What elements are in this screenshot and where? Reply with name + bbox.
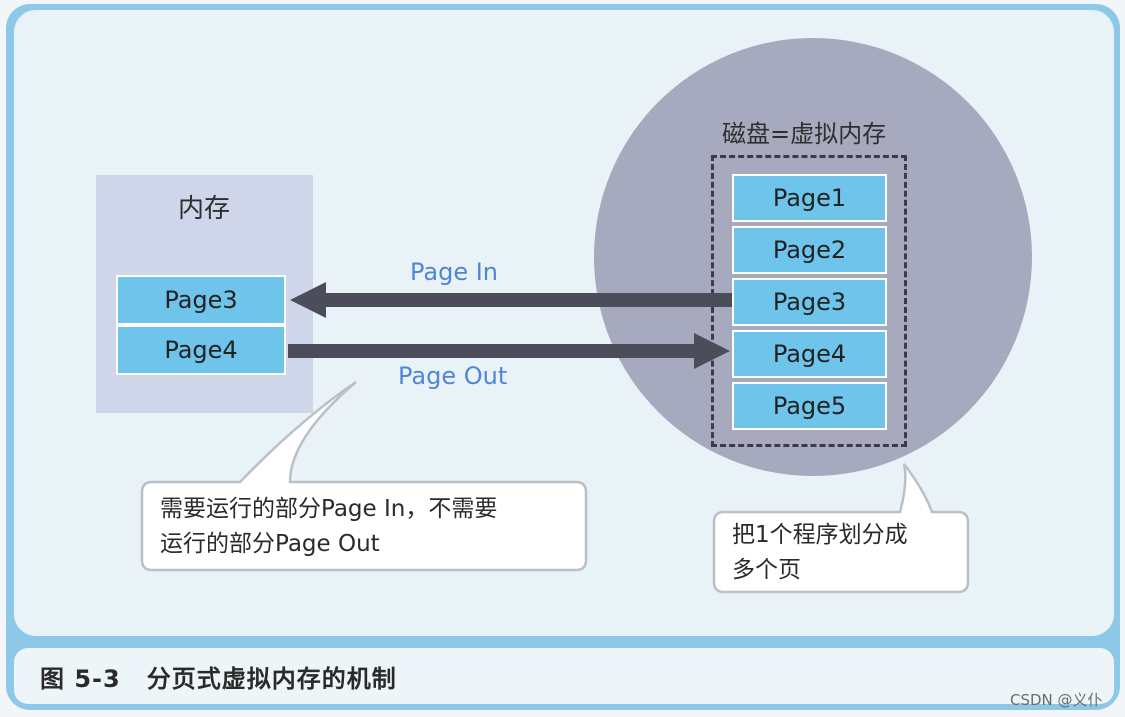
disk-page-4: Page4 — [732, 330, 887, 378]
page-in-label: Page In — [410, 258, 499, 286]
caption-bar — [14, 648, 1114, 704]
memory-title: 内存 — [178, 194, 231, 224]
disk-page-5: Page5 — [732, 382, 887, 430]
left-callout-line-2: 运行的部分Page Out — [160, 531, 380, 557]
left-callout-line-1: 需要运行的部分Page In，不需要 — [160, 496, 498, 522]
right-callout-line-1: 把1个程序划分成 — [732, 522, 908, 548]
right-callout-line-2: 多个页 — [732, 557, 801, 583]
disk-page-1: Page1 — [732, 174, 887, 222]
memory-page-4: Page4 — [116, 325, 286, 375]
page-out-label: Page Out — [398, 362, 508, 390]
memory-page-3: Page3 — [116, 275, 286, 325]
disk-page-3: Page3 — [732, 278, 887, 326]
disk-title: 磁盘=虚拟内存 — [722, 120, 887, 148]
figure-title: 分页式虚拟内存的机制 — [146, 665, 397, 693]
right-callout-bubble — [712, 463, 970, 594]
page-in-arrow — [290, 282, 732, 318]
page-out-arrow — [288, 333, 730, 369]
figure-caption: 图 5-3 分页式虚拟内存的机制 — [40, 659, 397, 694]
watermark: CSDN @义仆 — [1010, 691, 1103, 709]
left-callout-bubble — [140, 380, 588, 572]
disk-page-2: Page2 — [732, 226, 887, 274]
right-callout-text: 把1个程序划分成 多个页 — [732, 518, 908, 588]
left-callout-text: 需要运行的部分Page In，不需要 运行的部分Page Out — [160, 492, 497, 562]
figure-number: 图 5-3 — [40, 665, 121, 693]
